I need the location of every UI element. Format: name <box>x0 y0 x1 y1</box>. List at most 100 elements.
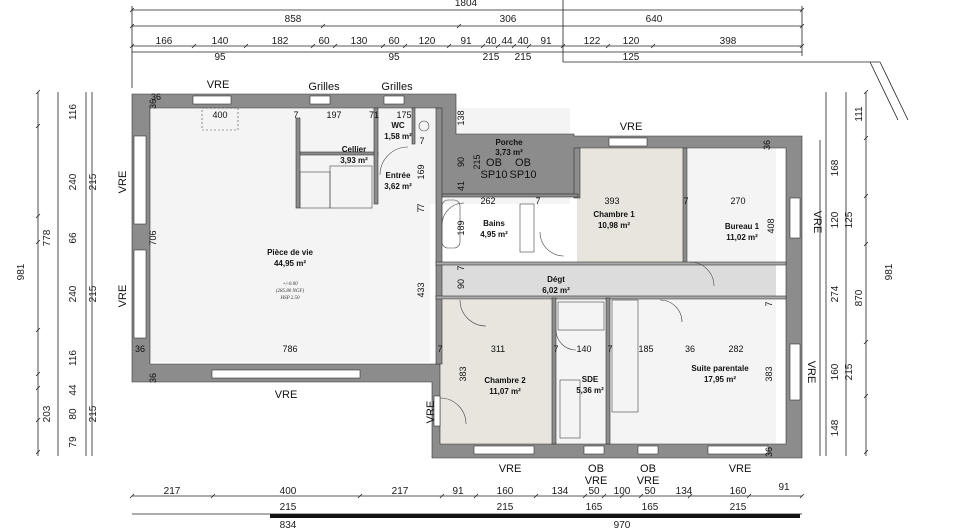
int-dim: 7 <box>535 196 540 206</box>
int-dim: 90 <box>456 157 466 167</box>
int-dim: 7 <box>293 110 298 120</box>
window-label: OB <box>640 463 656 475</box>
int-dim: 36 <box>148 99 158 109</box>
int-dim: 185 <box>638 344 653 354</box>
room-name: Dégt <box>547 275 565 284</box>
window-label: VRE <box>811 211 823 234</box>
room-area: 5,36 m² <box>576 386 604 395</box>
dimension-ticks <box>35 7 869 499</box>
room-name: Suite parentale <box>691 364 749 373</box>
dim-top-r2: 60 <box>388 36 400 47</box>
window-label: VRE <box>275 389 298 401</box>
room-area: 10,98 m² <box>598 221 630 230</box>
dim-top-total: 1804 <box>455 0 478 9</box>
dim-left-mid: 203 <box>42 405 53 422</box>
int-dim: 36 <box>762 140 772 150</box>
int-dim: 189 <box>456 220 466 235</box>
dim-right-inner: 274 <box>830 285 841 302</box>
dim-top-r2: 122 <box>584 36 601 47</box>
int-dim: 36 <box>148 373 158 383</box>
room-area: 11,02 m² <box>726 233 758 242</box>
dim-left-outer: 981 <box>16 263 27 280</box>
dim-bottom-r1: 100 <box>614 486 631 497</box>
dim-right-inner: 148 <box>830 419 841 436</box>
doors-fixtures <box>201 107 715 439</box>
dim-bottom-r1: 400 <box>280 486 297 497</box>
dim-top-r2: 140 <box>212 36 229 47</box>
int-dim: 400 <box>212 110 227 120</box>
dim-bottom-r1: 217 <box>392 486 409 497</box>
dim-left-inner: 80 <box>68 408 79 420</box>
int-dim: 36 <box>685 344 695 354</box>
room-area: 1,58 m² <box>384 132 412 141</box>
int-dim: 262 <box>480 196 495 206</box>
window-label: OB <box>588 463 604 475</box>
window-labels: VRE Grilles Grilles VRE VRE VRE VRE VRE … <box>117 79 823 487</box>
dim-bottom-r1: 134 <box>552 486 569 497</box>
int-dim: 408 <box>766 218 776 233</box>
room-area: 3,93 m² <box>340 156 368 165</box>
dim-top-r1: 640 <box>646 14 663 25</box>
dim-bottom-r1: 217 <box>164 486 181 497</box>
dim-top-r2: 398 <box>720 36 737 47</box>
int-dim: 7 <box>764 301 774 306</box>
dim-right-mid: 870 <box>854 289 865 306</box>
room-name: Entrée <box>386 171 411 180</box>
dim-top-r2: 166 <box>156 36 173 47</box>
window-label: VRE <box>117 171 129 194</box>
dim-left-sub: 215 <box>88 285 99 302</box>
room-name: Chambre 1 <box>593 210 635 219</box>
dim-bottom-r1: 160 <box>730 486 747 497</box>
window-label: VRE <box>499 463 522 475</box>
int-dim: 169 <box>416 164 426 179</box>
interior-dimension-labels: 36 400 197 7 71 175 7 36 706 786 36 36 1… <box>135 92 776 457</box>
window-label: SP10 <box>510 169 537 181</box>
dim-bottom-r1: 50 <box>588 486 600 497</box>
window-label: VRE <box>620 121 643 133</box>
dim-top-r2: 40 <box>485 36 497 47</box>
dim-bottom-total: 834 <box>280 520 297 530</box>
dim-top-r2: 40 <box>517 36 529 47</box>
dim-bottom-total: 970 <box>614 520 631 530</box>
int-dim: 90 <box>456 279 466 289</box>
room-area: 3,73 m² <box>495 148 523 157</box>
window-label: VRE <box>585 475 608 487</box>
dim-bottom-r1: 91 <box>452 486 464 497</box>
int-dim: 393 <box>604 196 619 206</box>
dim-top-r2: 182 <box>272 36 289 47</box>
window-openings <box>133 95 801 455</box>
int-dim: 311 <box>491 344 505 354</box>
int-dim: 36 <box>135 344 145 354</box>
window-label: OB <box>486 157 502 169</box>
window-label: Grilles <box>381 81 413 93</box>
dim-left-sub: 215 <box>88 405 99 422</box>
level-note: HSP 2.50 <box>279 296 300 301</box>
dim-right-sub: 215 <box>844 363 855 380</box>
dim-top-r2: 44 <box>501 36 513 47</box>
window-label: OB <box>515 157 531 169</box>
room-name: Bains <box>483 219 505 228</box>
int-dim: 786 <box>282 344 297 354</box>
window-label: VRE <box>805 361 817 384</box>
room-area: 44,95 m² <box>274 259 306 268</box>
window-label: VRE <box>729 463 752 475</box>
dim-right-inner: 168 <box>830 159 841 176</box>
room-area: 17,95 m² <box>704 375 736 384</box>
dim-right-sub: 125 <box>844 211 855 228</box>
int-dim: 140 <box>576 344 591 354</box>
dim-right-inner: 160 <box>830 363 841 380</box>
int-dim: 7 <box>416 207 426 212</box>
room-area: 6,02 m² <box>542 286 570 295</box>
int-dim: 41 <box>456 181 466 191</box>
dim-bottom-r1: 160 <box>497 486 514 497</box>
int-dim: 7 <box>607 344 612 354</box>
int-dim: 7 <box>437 344 442 354</box>
window-label: VRE <box>425 401 437 424</box>
dim-top-r3: 95 <box>388 52 400 63</box>
room-name: SDE <box>582 375 599 384</box>
dim-left-sub: 215 <box>88 173 99 190</box>
int-dim: 215 <box>472 154 482 169</box>
room-labels: Pièce de vie 44,95 m² Cellier 3,93 m² WC… <box>267 121 760 396</box>
dim-right-outer: 981 <box>884 263 895 280</box>
int-dim: 175 <box>396 110 411 120</box>
